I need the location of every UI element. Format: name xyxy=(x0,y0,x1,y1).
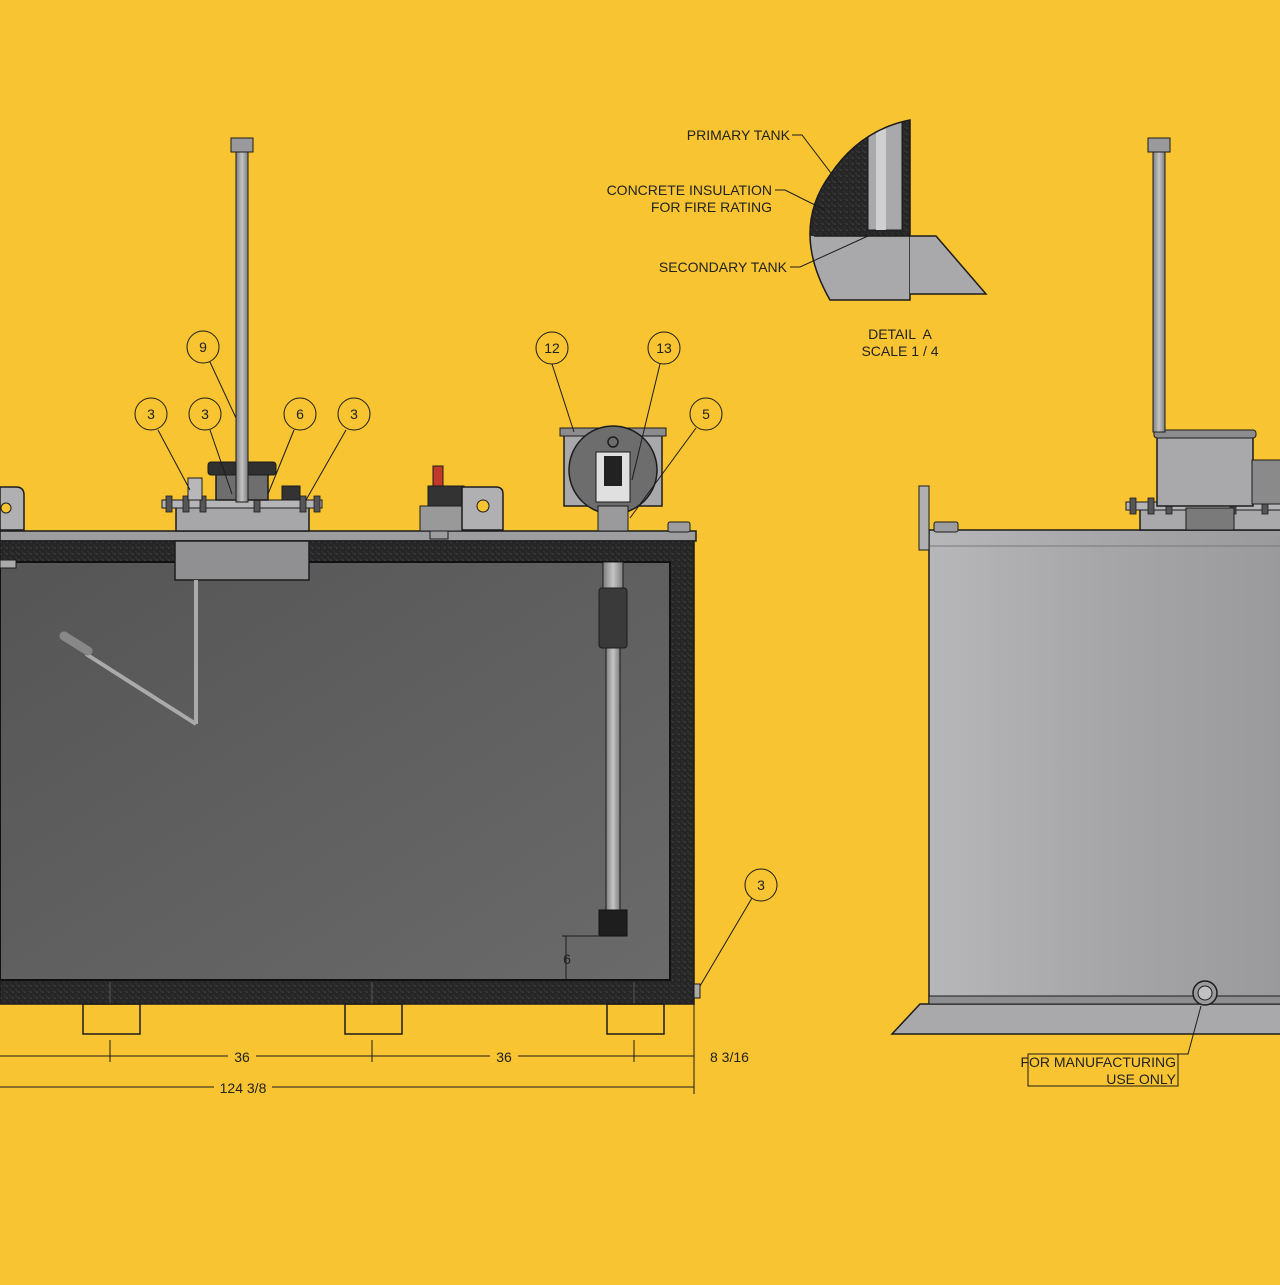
balloon-3-b-label: 3 xyxy=(201,406,209,422)
balloon-6-label: 6 xyxy=(296,406,304,422)
balloon-3-c xyxy=(337,397,371,431)
balloon-3-a xyxy=(134,397,168,431)
label-fire-rating: FOR FIRE RATING xyxy=(651,199,772,215)
side-vent-pipe xyxy=(1152,149,1166,433)
corner-lug xyxy=(693,983,701,999)
side-lug xyxy=(918,485,930,551)
front-section-view: 6 xyxy=(0,137,701,1035)
skid-3 xyxy=(606,1003,665,1035)
dim-8-3-16: 8 3/16 xyxy=(710,1049,749,1065)
gauge-fitting xyxy=(419,465,504,532)
note-box xyxy=(1027,1053,1179,1087)
top-plate xyxy=(0,530,697,542)
balloon-3-d-label: 3 xyxy=(757,877,765,893)
manway-assembly xyxy=(59,461,323,726)
note-line-2: USE ONLY xyxy=(1106,1071,1176,1087)
balloon-leaders xyxy=(157,361,753,987)
balloon-5-label: 5 xyxy=(702,406,710,422)
detail-a xyxy=(775,119,988,301)
balloon-5 xyxy=(689,397,723,431)
fill-adaptor xyxy=(598,587,628,649)
note-line-1: FOR MANUFACTURING xyxy=(1020,1054,1176,1070)
side-view xyxy=(890,137,1280,1087)
dim-gap: 6 xyxy=(563,951,571,967)
dim-36-a: 36 xyxy=(234,1049,250,1065)
dimensions xyxy=(0,1004,695,1094)
balloon-3-a-label: 3 xyxy=(147,406,155,422)
balloon-9-label: 9 xyxy=(199,339,207,355)
dim-total: 124 3/8 xyxy=(220,1080,267,1096)
drop-tube xyxy=(605,647,621,911)
balloon-3-d xyxy=(744,868,778,902)
manway-flange xyxy=(175,505,310,532)
vent-cap xyxy=(230,137,254,153)
detail-secondary-base xyxy=(910,235,988,295)
label-secondary-tank: SECONDARY TANK xyxy=(659,259,788,275)
manway-neck xyxy=(174,540,310,581)
balloon-12-label: 12 xyxy=(544,340,560,356)
balloon-3-b xyxy=(188,397,222,431)
balloon-3-c-label: 3 xyxy=(350,406,358,422)
primary-tank-interior xyxy=(0,561,671,981)
vent-pipe xyxy=(235,149,249,503)
label-primary-tank: PRIMARY TANK xyxy=(687,127,791,143)
balloon-13 xyxy=(647,331,681,365)
balloons: 9 3 3 6 3 12 13 5 3 xyxy=(134,330,778,902)
spill-box xyxy=(559,425,667,532)
balloon-6 xyxy=(283,397,317,431)
float-arm xyxy=(59,631,93,656)
side-base-plate xyxy=(890,1003,1280,1035)
skid-2 xyxy=(344,1003,403,1035)
side-spill-box xyxy=(1156,435,1254,507)
lifting-lug-left xyxy=(0,486,25,531)
detail-title: DETAIL A xyxy=(868,326,932,342)
side-tank-body xyxy=(928,529,1280,1005)
detail-scale: SCALE 1 / 4 xyxy=(861,343,938,359)
balloon-12 xyxy=(535,331,569,365)
skid-1 xyxy=(82,1003,141,1035)
label-concrete-insulation: CONCRETE INSULATION xyxy=(607,182,772,198)
dim-36-b: 36 xyxy=(496,1049,512,1065)
balloon-9 xyxy=(186,330,220,364)
balloon-13-label: 13 xyxy=(656,340,672,356)
drop-tube-diffuser xyxy=(598,909,628,937)
